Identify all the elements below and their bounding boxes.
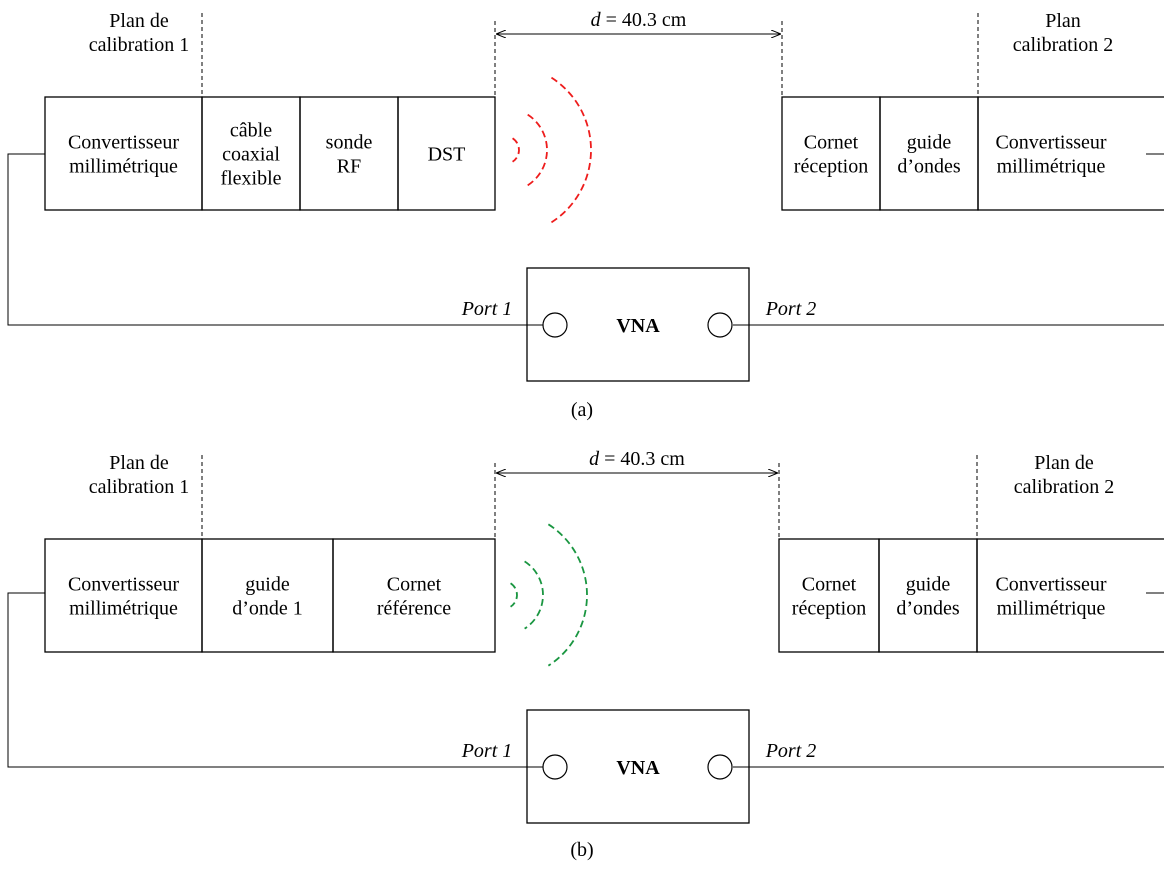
cable-port-1 (7, 592, 543, 768)
radiation-wave (547, 523, 588, 667)
calibration-plane-1-label: Plan de (109, 452, 169, 474)
rx-block (977, 96, 1164, 211)
panel-caption: (b) (570, 839, 593, 861)
vna-port-2-connector (707, 754, 733, 780)
tx-block-label: millimétrique (69, 156, 178, 178)
rx-block-label: Convertisseur (995, 132, 1106, 154)
rx-block-label: millimétrique (997, 156, 1106, 178)
tx-block-label: référence (377, 598, 451, 620)
cable-port-1 (7, 153, 543, 326)
rx-block (778, 538, 880, 653)
distance-label: d = 40.3 cm (589, 448, 685, 470)
tx-block-label: câble (230, 120, 272, 142)
rx-block-label: Cornet (802, 574, 857, 596)
rx-block-label: guide (907, 132, 952, 154)
distance-value: = 40.3 cm (599, 448, 685, 470)
tx-block-label: RF (337, 156, 361, 178)
tx-block-label: sonde (326, 132, 373, 154)
vna-port-2-connector (707, 312, 733, 338)
rx-block-label: réception (794, 156, 868, 178)
vna-port-1-connector (542, 312, 568, 338)
tx-block-label: d’onde 1 (232, 598, 303, 620)
radiation-wave (527, 113, 548, 187)
rx-block (976, 538, 1164, 653)
tx-block-label: millimétrique (69, 598, 178, 620)
tx-block (332, 538, 496, 653)
port-2-label: Port 2 (765, 740, 817, 762)
panel-caption: (a) (571, 399, 593, 421)
tx-block (299, 96, 399, 211)
tx-block-label: DST (428, 144, 466, 166)
rx-block (781, 96, 881, 211)
rx-block-label: guide (906, 574, 951, 596)
tx-block-label: Convertisseur (68, 132, 179, 154)
port-2-label: Port 2 (765, 298, 817, 320)
tx-block-label: guide (245, 574, 290, 596)
rx-block-label: réception (792, 598, 866, 620)
tx-block (201, 538, 334, 653)
vna-port-1-connector (542, 754, 568, 780)
tx-block (44, 96, 203, 211)
calibration-plane-2-label: calibration 2 (1014, 476, 1115, 498)
calibration-plane-2-label: calibration 2 (1013, 34, 1114, 56)
calibration-plane-1-label: Plan de (109, 10, 169, 32)
rx-block-label: d’ondes (897, 156, 961, 178)
distance-variable: d (589, 448, 600, 470)
vna-label: VNA (616, 315, 660, 337)
rx-block (879, 96, 979, 211)
radiation-wave (510, 582, 518, 608)
distance-label: d = 40.3 cm (591, 9, 687, 31)
tx-block-label: Convertisseur (68, 574, 179, 596)
port-1-label: Port 1 (461, 740, 513, 762)
tx-block-label: flexible (220, 168, 281, 190)
vna-box (526, 267, 750, 382)
rx-block (878, 538, 978, 653)
rx-block-label: d’ondes (896, 598, 960, 620)
distance-value: = 40.3 cm (601, 9, 687, 31)
tx-block (397, 96, 496, 211)
tx-block (44, 538, 203, 653)
radiation-wave (512, 137, 520, 163)
vna-label: VNA (616, 757, 660, 779)
rx-block-label: Convertisseur (995, 574, 1106, 596)
radiation-wave (550, 76, 592, 224)
calibration-plane-1-label: calibration 1 (89, 476, 190, 498)
distance-variable: d (591, 9, 602, 31)
radiation-wave (524, 560, 544, 630)
tx-block-label: Cornet (387, 574, 442, 596)
vna-box (526, 709, 750, 824)
rx-block-label: Cornet (804, 132, 859, 154)
calibration-plane-2-label: Plan de (1034, 452, 1094, 474)
calibration-plane-1-label: calibration 1 (89, 34, 190, 56)
rx-block-label: millimétrique (997, 598, 1106, 620)
port-1-label: Port 1 (461, 298, 513, 320)
tx-block-label: coaxial (222, 144, 280, 166)
calibration-plane-2-label: Plan (1045, 10, 1081, 32)
